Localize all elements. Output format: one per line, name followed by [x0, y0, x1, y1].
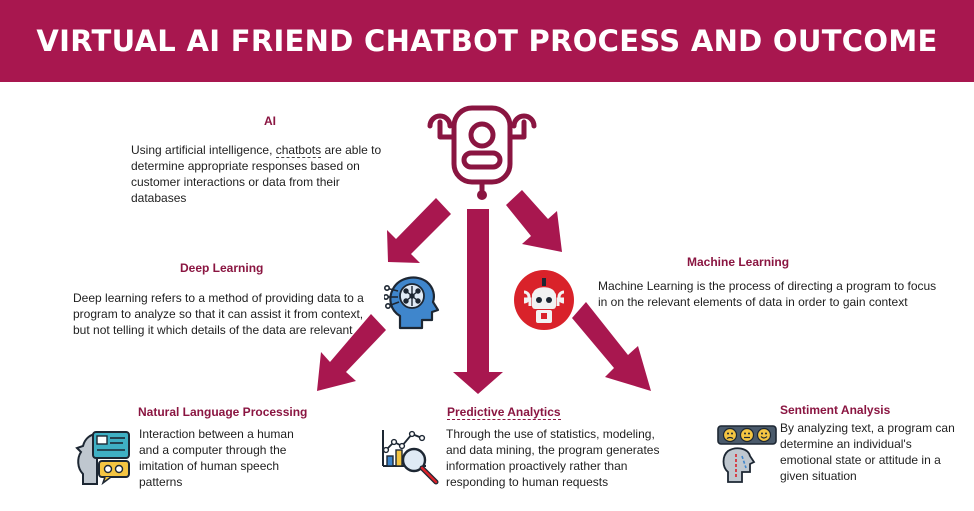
brain-head-icon — [384, 276, 440, 330]
nlp-description: Interaction between a human and a comput… — [139, 427, 294, 489]
machine-learning-description: Machine Learning is the process of direc… — [598, 279, 937, 309]
arrow-ai-to-predictive — [453, 209, 503, 394]
robot-badge-icon — [514, 270, 574, 330]
ai-description-part2: are able to determine appropriate respon… — [131, 143, 382, 205]
predictive-analytics-title: Predictive Analytics — [447, 405, 561, 420]
emotion-faces-icon — [717, 425, 777, 483]
sentiment-analysis-description: By analyzing text, a program can determi… — [780, 421, 955, 483]
ai-title: AI — [264, 114, 276, 128]
robot-icon — [427, 105, 537, 200]
arrow-ai-to-machine-learning — [506, 190, 562, 252]
deep-learning-title: Deep Learning — [180, 261, 264, 275]
ai-description: Using artificial intelligence, chatbots … — [131, 142, 393, 206]
machine-learning-title: Machine Learning — [687, 255, 790, 269]
chart-magnifier-icon — [382, 430, 439, 485]
chatbots-term: chatbots — [275, 143, 322, 158]
arrow-ai-to-deep-learning — [387, 198, 451, 263]
sentiment-analysis-title: Sentiment Analysis — [780, 403, 891, 417]
ai-description-part1: Using artificial intelligence, — [131, 143, 276, 157]
predictive-analytics-description: Through the use of statistics, modeling,… — [446, 427, 660, 489]
arrow-machine-learning-to-sentiment — [572, 302, 651, 391]
arrow-deep-learning-to-nlp — [317, 314, 386, 391]
header-banner: VIRTUAL AI FRIEND CHATBOT PROCESS AND OU… — [0, 0, 974, 82]
speech-head-icon — [75, 431, 130, 486]
nlp-title: Natural Language Processing — [138, 405, 308, 419]
page-title: VIRTUAL AI FRIEND CHATBOT PROCESS AND OU… — [36, 24, 938, 58]
deep-learning-description: Deep learning refers to a method of prov… — [73, 291, 364, 337]
